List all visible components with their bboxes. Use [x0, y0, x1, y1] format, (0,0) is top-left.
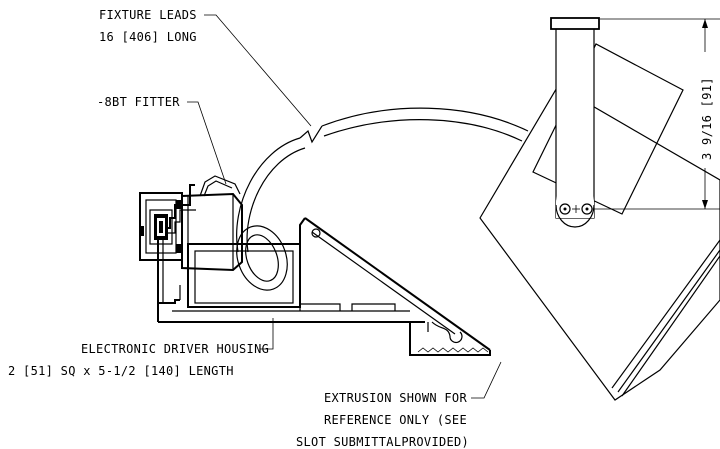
fitter-latch [199, 175, 241, 197]
lens-edge-2 [617, 249, 720, 393]
cable-coil-inner [245, 234, 279, 282]
cable-break-mark [299, 125, 323, 144]
leader-lines [187, 14, 502, 399]
callout-extrusion: EXTRUSION SHOWN FOR REFERENCE ONLY (SEE … [296, 391, 469, 449]
cable-upper-run-right-inner [323, 119, 523, 142]
extrusion-slot-1 [299, 303, 341, 311]
cable-upper-run-left [236, 137, 301, 253]
pivot-screw-1 [559, 203, 571, 215]
driver-housing-label-line1: ELECTRONIC DRIVER HOUSING [81, 342, 269, 356]
cable-upper-run-right [321, 107, 529, 132]
dimension-height: 3 9/16 [91] [592, 18, 720, 210]
extrusion-tail [409, 322, 491, 356]
callout-fixture-leads: FIXTURE LEADS 16 [406] LONG [99, 8, 197, 44]
extrusion-screw-boss [311, 228, 321, 238]
extrusion-label-line2: REFERENCE ONLY (SEE [324, 413, 467, 427]
leader-driver-housing [260, 318, 274, 350]
fitter-assembly [139, 175, 243, 302]
callout-fitter: -8BT FITTER [97, 95, 180, 109]
extrusion-label-line3: SLOT SUBMITTALPROVIDED) [296, 435, 469, 449]
extrusion-slope-inner [311, 231, 456, 335]
driver-housing-label-line2: 2 [51] SQ x 5-1/2 [140] LENGTH [8, 364, 234, 378]
callout-driver-housing: ELECTRONIC DRIVER HOUSING 2 [51] SQ x 5-… [8, 342, 269, 378]
extrusion-left-foot [157, 299, 180, 322]
head-main-body [479, 85, 720, 401]
cable-upper-run-left-inner [246, 147, 306, 253]
fixture-leads-label-line1: FIXTURE LEADS [99, 8, 197, 22]
lens-edge-1 [611, 239, 720, 389]
extrusion-slot-2 [351, 303, 396, 311]
fixture-leads-cable [236, 107, 529, 291]
leader-fitter [187, 101, 227, 185]
lens-edge-3 [621, 255, 720, 397]
extrusion-profile [157, 217, 491, 356]
fixture-leads-label-line2: 16 [406] LONG [99, 30, 197, 44]
stem-tube [555, 27, 595, 219]
stem-knuckle [555, 204, 595, 228]
extrusion-hook [427, 322, 463, 344]
extrusion-label-line1: EXTRUSION SHOWN FOR [324, 391, 467, 405]
cable-coil-outer [236, 225, 288, 291]
luminaire-head [479, 17, 720, 401]
dimension-label: 3 9/16 [91] [700, 77, 714, 160]
driver-housing [187, 243, 301, 308]
leader-fixture-leads [204, 14, 312, 127]
adapter-inner [145, 199, 177, 254]
stem-cap [550, 17, 600, 30]
driver-housing-body [187, 243, 301, 308]
extrusion-serration [417, 347, 489, 353]
extrusion-slope-outer [304, 217, 491, 351]
leader-extrusion [471, 361, 502, 399]
fitter-label: -8BT FITTER [97, 95, 180, 109]
